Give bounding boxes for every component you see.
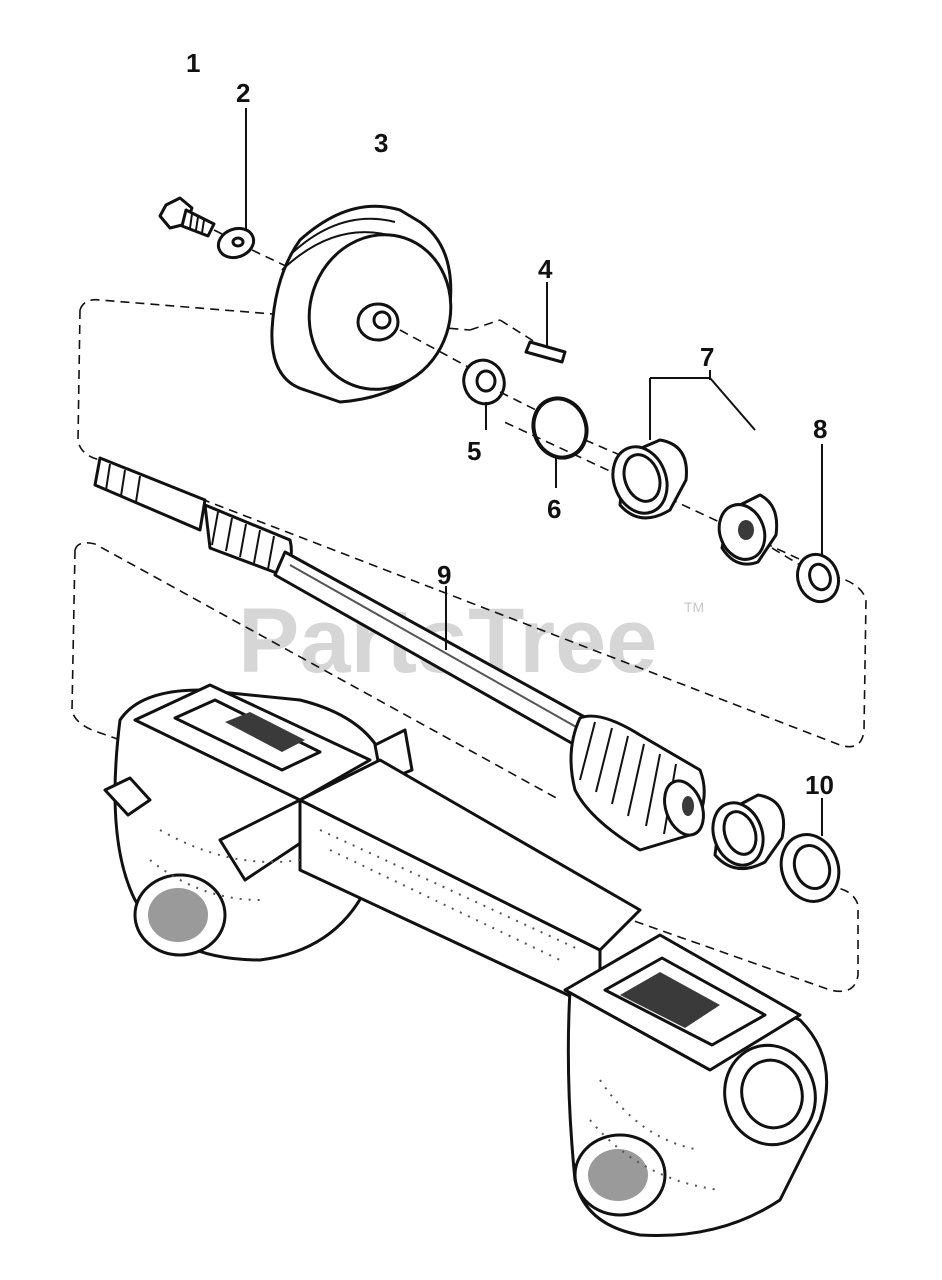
- callout-3: 3: [374, 128, 388, 158]
- assembly-outlines: [71, 298, 867, 993]
- washer-hole: [231, 236, 245, 248]
- callout-9: 9: [437, 560, 451, 590]
- housing-right-port-inner: [588, 1149, 648, 1201]
- rear-cup-bore: [722, 810, 758, 856]
- spacer-washer-axis: [499, 391, 541, 413]
- bolt-thread: [189, 213, 205, 234]
- washer: [216, 226, 291, 269]
- spacer-washer: [462, 358, 541, 413]
- washer-axis: [251, 249, 291, 269]
- bolt: [158, 196, 227, 238]
- worm-shaft: [93, 456, 706, 852]
- shaft-splined-end: [93, 456, 207, 532]
- shaft-rear-bore: [682, 796, 694, 816]
- snap-ring: [531, 396, 621, 460]
- bearing-cup-bore: [622, 453, 662, 503]
- housing-axle-bore: [740, 1058, 804, 1130]
- pulley: [270, 204, 471, 404]
- housing-top-cavity: [225, 712, 305, 752]
- key-dashed-link: [499, 319, 536, 343]
- housing-left-port-inner: [148, 888, 208, 942]
- key-body: [524, 340, 567, 364]
- housing-top-opening: [173, 698, 322, 772]
- snap-ring-axis: [584, 439, 621, 456]
- callout-7: 7: [700, 342, 714, 372]
- housing-group-outline: [71, 542, 859, 993]
- housing-tube-top: [298, 758, 642, 952]
- pulley-bore: [372, 310, 392, 330]
- thrust-washer: [795, 552, 841, 604]
- housing-right-cavity: [620, 972, 720, 1028]
- hub-dashed-link: [469, 319, 501, 331]
- callout-4: 4: [538, 254, 553, 284]
- rear-washer-hole: [792, 844, 832, 890]
- housing-left-boss: [103, 776, 152, 817]
- bearing-set: [611, 377, 801, 566]
- callout-6: 6: [547, 494, 561, 524]
- callout-10: 10: [805, 770, 834, 800]
- bolt-axis: [213, 229, 227, 237]
- rear-bearing-cup-washer: [711, 793, 841, 903]
- callout-8: 8: [813, 414, 827, 444]
- spacer-washer-hole: [475, 369, 497, 393]
- bearing-axis: [771, 547, 801, 566]
- callout-leaders: [245, 108, 823, 836]
- bearing-set-bracket: [650, 377, 756, 431]
- front-worm-threads: [211, 511, 275, 570]
- callout-5: 5: [467, 436, 481, 466]
- watermark-trademark: TM: [684, 599, 704, 615]
- housing-stipple: [149, 829, 721, 1191]
- gear-housing: [103, 683, 829, 1238]
- shaft-highlight: [289, 564, 586, 733]
- bearing-cone-bore: [738, 520, 754, 540]
- shaft-group-outline: [77, 298, 867, 748]
- rear-worm-threads: [579, 721, 677, 835]
- callout-2: 2: [236, 78, 250, 108]
- key: [524, 340, 567, 364]
- thrust-washer-hole: [808, 562, 832, 592]
- callout-1: 1: [186, 48, 200, 78]
- pulley-grooves: [281, 217, 396, 271]
- snap-ring-outer: [531, 396, 589, 460]
- callout-labels: 1 2 3 4 5 6 7 8 9 10: [186, 48, 834, 800]
- pulley-axis: [399, 329, 471, 369]
- shaft-splines: [105, 463, 141, 503]
